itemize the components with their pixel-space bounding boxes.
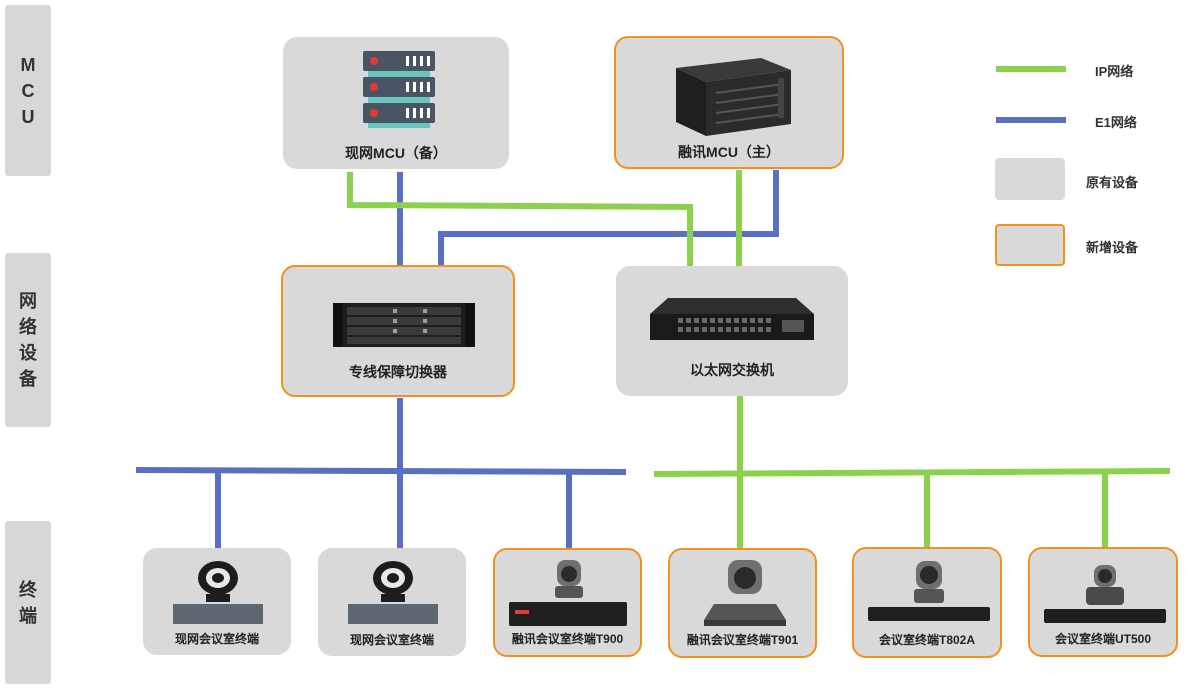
ptz-camera-terminal-icon <box>509 560 627 626</box>
terminal-label: 融讯会议室终端T901 <box>686 633 799 647</box>
legend-new-swatch <box>995 224 1065 266</box>
terminal-t802a[interactable]: 会议室终端T802A <box>852 547 1002 658</box>
terminal-label: 现网会议室终端 <box>349 633 434 647</box>
terminal-ut500[interactable]: 会议室终端UT500 <box>1028 547 1178 657</box>
legend-ip-swatch <box>996 66 1066 72</box>
switcher-chassis-icon <box>333 303 475 347</box>
terminal-label: 会议室终端UT500 <box>1054 632 1152 646</box>
terminal-label: 融讯会议室终端T900 <box>511 632 624 646</box>
mcu-main-label: 融讯MCU（主） <box>678 144 780 160</box>
legend-e1-label: E1网络 <box>1095 115 1137 130</box>
layer-label-mcu: MCU <box>5 5 51 176</box>
layer-label-terminal: 终端 <box>5 521 51 684</box>
legend-ip-label: IP网络 <box>1095 64 1134 79</box>
legend-new-label: 新增设备 <box>1086 240 1139 255</box>
terminal-existing-1[interactable]: 现网会议室终端 <box>143 548 291 655</box>
layer-label-network: 网络设备 <box>5 253 51 427</box>
mcu-backup-node[interactable]: 现网MCU（备） <box>283 37 509 169</box>
mcu-chassis-icon <box>676 58 791 136</box>
terminal-t900[interactable]: 融讯会议室终端T900 <box>493 548 642 657</box>
ethernet-switch-icon <box>650 298 814 340</box>
e1-bus <box>135 467 627 475</box>
legend-e1-swatch <box>996 117 1066 123</box>
ptz-camera-terminal-icon <box>868 561 990 621</box>
ip-line-mcu-backup-to-ethernet <box>347 172 693 268</box>
terminal-t901[interactable]: 融讯会议室终端T901 <box>668 548 817 658</box>
terminal-existing-2[interactable]: 现网会议室终端 <box>318 548 466 656</box>
ethernet-switch-node[interactable]: 以太网交换机 <box>616 266 848 396</box>
terminal-label: 现网会议室终端 <box>174 632 259 646</box>
server-rack-icon <box>363 51 435 128</box>
e1-line-mcu-main-to-switcher <box>438 170 779 266</box>
switcher-node[interactable]: 专线保障切换器 <box>281 265 515 397</box>
switcher-label: 专线保障切换器 <box>349 364 447 380</box>
terminal-label: 会议室终端T802A <box>878 633 976 647</box>
mcu-backup-label: 现网MCU（备） <box>345 145 447 161</box>
legend-existing-swatch <box>995 158 1065 200</box>
ptz-camera-terminal-icon <box>1044 565 1166 623</box>
mcu-main-node[interactable]: 融讯MCU（主） <box>614 36 844 169</box>
legend-existing-label: 原有设备 <box>1086 175 1139 190</box>
webcam-terminal-icon <box>348 561 438 624</box>
ethernet-switch-label: 以太网交换机 <box>690 362 774 378</box>
webcam-terminal-icon <box>173 561 263 624</box>
ip-bus <box>653 468 1171 477</box>
ptz-camera-terminal-icon <box>704 560 786 626</box>
